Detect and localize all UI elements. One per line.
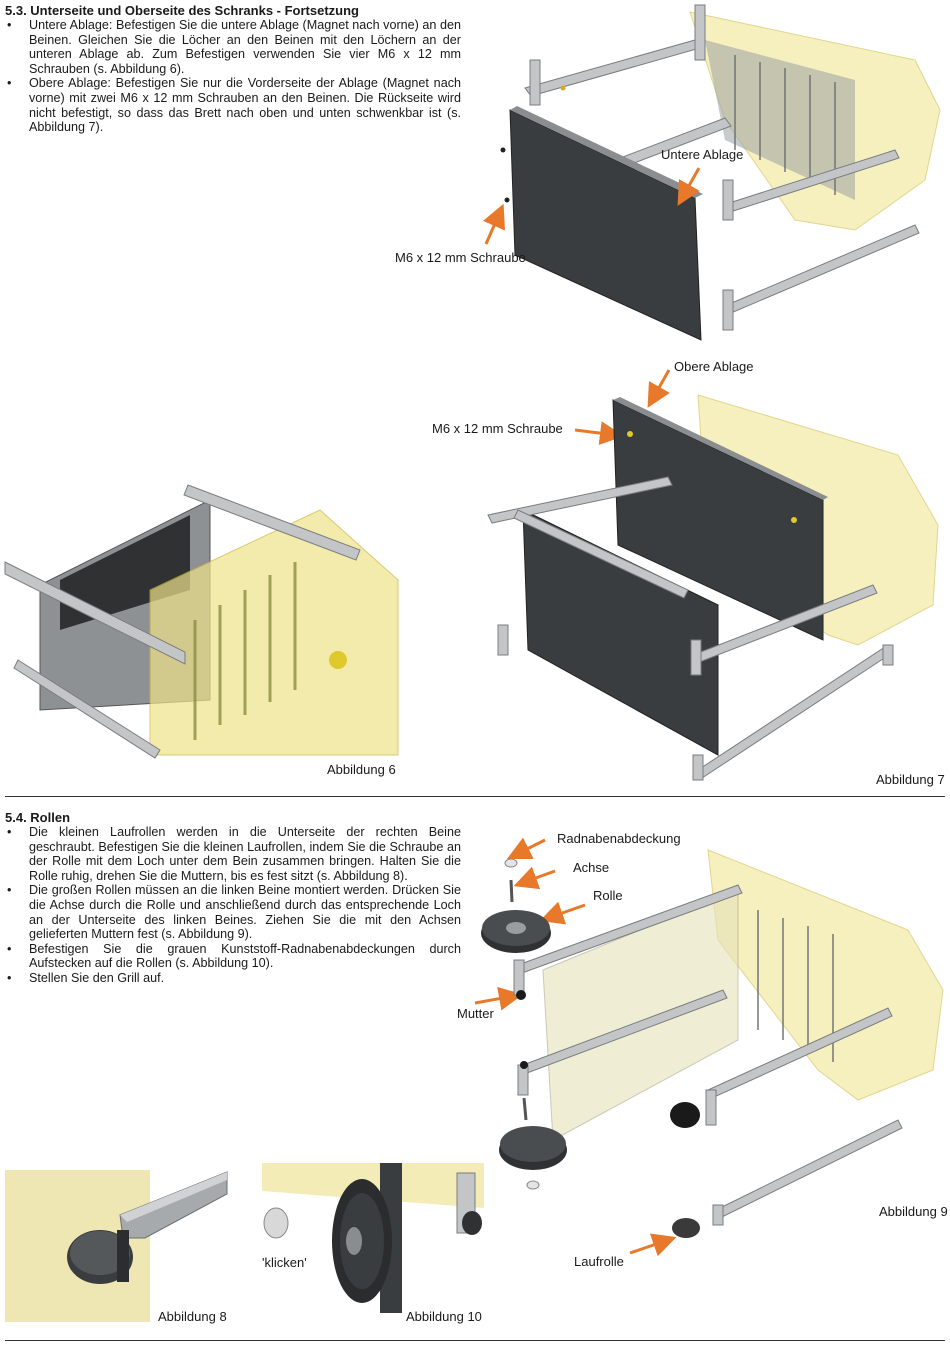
label-screw-1: M6 x 12 mm Schraube: [395, 250, 526, 265]
figure-9-caption: Abbildung 9: [879, 1204, 948, 1219]
figure-6-illustration: [4, 484, 399, 759]
label-obere-ablage: Obere Ablage: [674, 359, 754, 374]
figure-10-caption: Abbildung 10: [406, 1309, 482, 1324]
section-5-3-heading: 5.3. Unterseite und Oberseite des Schran…: [5, 3, 359, 18]
figure-8-caption: Abbildung 8: [158, 1309, 227, 1324]
figure-9-illustration: [481, 849, 944, 1238]
list-item: Die großen Rollen müssen an die linken B…: [5, 883, 461, 941]
section-5-4-heading: 5.4. Rollen: [5, 810, 71, 825]
label-rolle: Rolle: [593, 888, 623, 903]
label-radnabenabdeckung: Radnabenabdeckung: [557, 831, 681, 846]
list-item: Obere Ablage: Befestigen Sie nur die Vor…: [5, 76, 461, 134]
label-screw-2: M6 x 12 mm Schraube: [432, 421, 563, 436]
figure-7-illustration: [487, 394, 939, 781]
list-item: Untere Ablage: Befestigen Sie die untere…: [5, 18, 461, 76]
label-laufrolle: Laufrolle: [574, 1254, 624, 1269]
figure-8-illustration: [5, 1170, 228, 1322]
figure-7-caption: Abbildung 7: [876, 772, 945, 787]
label-mutter: Mutter: [457, 1006, 494, 1021]
section-5-4-list: Die kleinen Laufrollen werden in die Unt…: [5, 825, 461, 986]
section-5-3-list: Untere Ablage: Befestigen Sie die untere…: [5, 18, 461, 135]
section-5-3: 5.3. Unterseite und Oberseite des Schran…: [5, 3, 461, 135]
footer-divider: [5, 1340, 945, 1341]
list-item: Die kleinen Laufrollen werden in die Unt…: [5, 825, 461, 883]
section-divider: [5, 796, 945, 797]
label-klicken: 'klicken': [262, 1255, 307, 1270]
label-achse: Achse: [573, 860, 610, 875]
label-untere-ablage: Untere Ablage: [661, 147, 744, 162]
figure-lower-shelf-illustration: [500, 4, 941, 341]
section-5-4: 5.4. Rollen Die kleinen Laufrollen werde…: [5, 810, 461, 986]
list-item: Stellen Sie den Grill auf.: [5, 971, 461, 986]
figure-6-caption: Abbildung 6: [327, 762, 396, 777]
figure-10-illustration: [262, 1163, 484, 1313]
list-item: Befestigen Sie die grauen Kunststoff-Rad…: [5, 942, 461, 971]
